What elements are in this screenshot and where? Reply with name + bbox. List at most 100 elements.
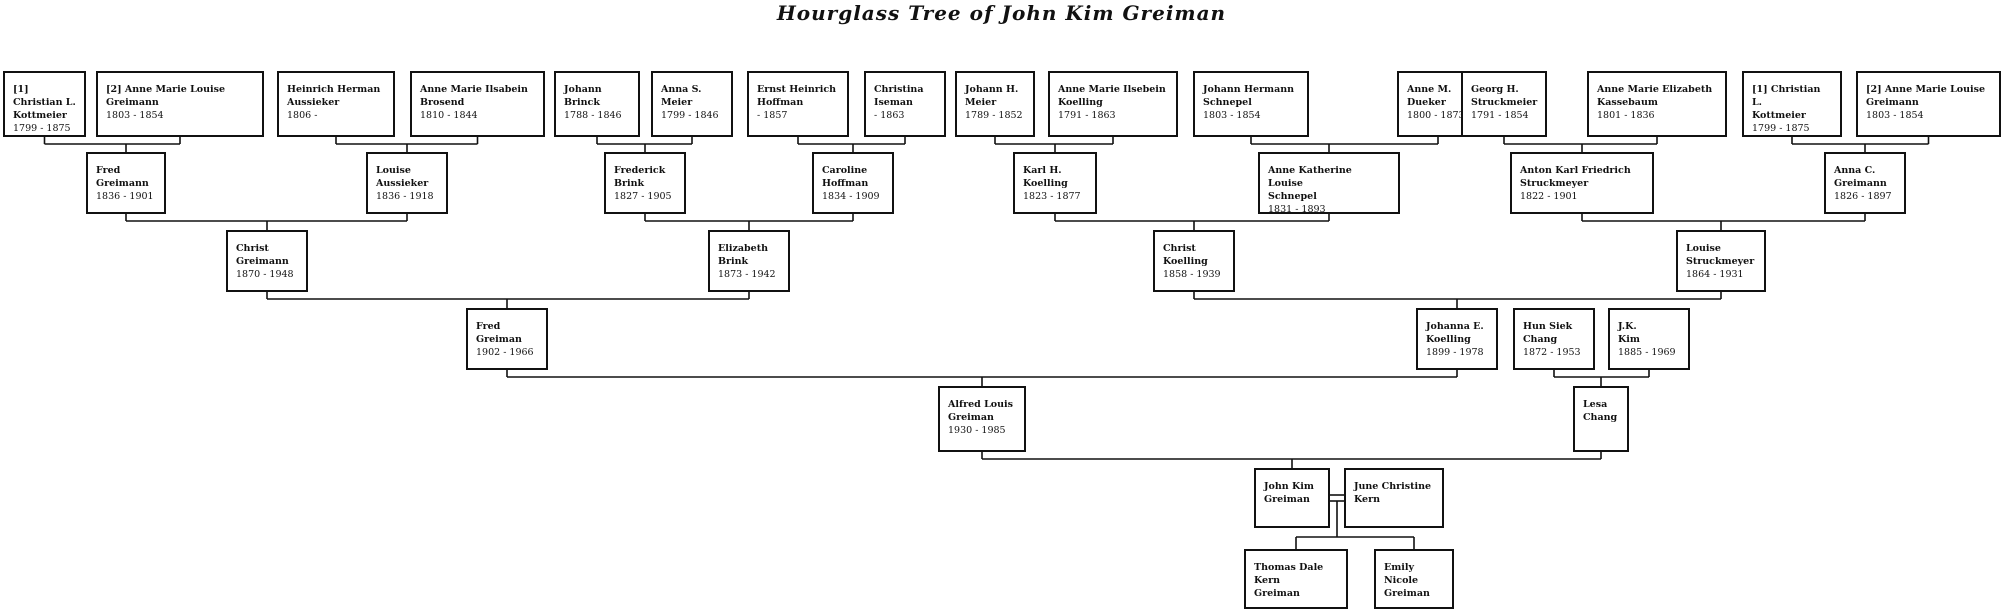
person-dates: 1806 - bbox=[287, 110, 318, 121]
person-name: Caroline Hoffman bbox=[822, 165, 869, 189]
person-dates: 1799 - 1875 bbox=[13, 123, 71, 134]
person-box-john-greiman: John Kim Greiman bbox=[1254, 468, 1330, 528]
person-box-christ-koelling: Christ Koelling 1858 - 1939 bbox=[1153, 230, 1235, 292]
person-name: Anton Karl Friedrich Struckmeyer bbox=[1520, 165, 1631, 189]
person-dates: - 1857 bbox=[757, 110, 788, 121]
person-box-anne-marie-louise-greimann-a: [2] Anne Marie Louise Greimann 1803 - 185… bbox=[96, 71, 264, 137]
person-name: Emily Nicole Greiman bbox=[1384, 562, 1430, 599]
person-dates: 1791 - 1854 bbox=[1471, 110, 1529, 121]
person-name: [2] Anne Marie Louise Greimann bbox=[1866, 84, 1986, 108]
person-name: Anne Katherine Louise Schnepel bbox=[1268, 165, 1352, 202]
person-box-louise-aussieker: Louise Aussieker 1836 - 1918 bbox=[366, 152, 448, 214]
person-name: Johann Brinck bbox=[564, 84, 602, 108]
person-box-thomas-greiman: Thomas Dale Kern Greiman bbox=[1244, 549, 1348, 609]
person-box-ernst-hoffman: Ernst Heinrich Hoffman - 1857 bbox=[747, 71, 849, 137]
person-dates: 1823 - 1877 bbox=[1023, 191, 1081, 202]
person-name: Johanna E. Koelling bbox=[1426, 321, 1484, 345]
person-dates: 1836 - 1901 bbox=[96, 191, 154, 202]
person-dates: 1899 - 1978 bbox=[1426, 347, 1484, 358]
person-name: [2] Anne Marie Louise Greimann bbox=[106, 84, 226, 108]
person-box-johann-schnepel: Johann Hermann Schnepel 1803 - 1854 bbox=[1193, 71, 1309, 137]
person-dates: 1803 - 1854 bbox=[1203, 110, 1261, 121]
person-box-anton-struckmeyer: Anton Karl Friedrich Struckmeyer 1822 - 1… bbox=[1510, 152, 1654, 214]
person-dates: 1800 - 1873 bbox=[1407, 110, 1465, 121]
person-box-johanna-koelling: Johanna E. Koelling 1899 - 1978 bbox=[1416, 308, 1498, 370]
chart-title: Hourglass Tree of John Kim Greiman bbox=[776, 1, 1227, 25]
person-box-christ-greimann: Christ Greimann 1870 - 1948 bbox=[226, 230, 308, 292]
person-name: J.K. Kim bbox=[1618, 321, 1640, 345]
person-dates: 1799 - 1875 bbox=[1752, 123, 1810, 134]
person-dates: 1822 - 1901 bbox=[1520, 191, 1578, 202]
person-dates: 1873 - 1942 bbox=[718, 269, 776, 280]
person-box-christian-kottmeier-a: [1] Christian L. Kottmeier 1799 - 1875 bbox=[3, 71, 86, 137]
person-dates: 1801 - 1836 bbox=[1597, 110, 1655, 121]
person-box-fred-greiman: Fred Greiman 1902 - 1966 bbox=[466, 308, 548, 370]
person-dates: 1810 - 1844 bbox=[420, 110, 478, 121]
person-dates: 1831 - 1893 bbox=[1268, 204, 1326, 214]
person-dates: 1803 - 1854 bbox=[1866, 110, 1924, 121]
person-name: Fred Greiman bbox=[476, 321, 522, 345]
person-name: Louise Struckmeyer bbox=[1686, 243, 1755, 267]
person-name: Fred Greimann bbox=[96, 165, 149, 189]
person-name: Ernst Heinrich Hoffman bbox=[757, 84, 837, 108]
person-name: Louise Aussieker bbox=[376, 165, 429, 189]
person-name: Lesa Chang bbox=[1583, 399, 1618, 423]
person-dates: - 1863 bbox=[874, 110, 905, 121]
person-dates: 1902 - 1966 bbox=[476, 347, 534, 358]
person-name: Anna C. Greimann bbox=[1834, 165, 1887, 189]
person-name: Heinrich Herman Aussieker bbox=[287, 84, 381, 108]
person-dates: 1803 - 1854 bbox=[106, 110, 164, 121]
person-dates: 1930 - 1985 bbox=[948, 425, 1006, 436]
person-box-anne-marie-brosend: Anne Marie Ilsabein Brosend 1810 - 1844 bbox=[410, 71, 545, 137]
person-dates: 1826 - 1897 bbox=[1834, 191, 1892, 202]
person-box-fred-greimann: Fred Greimann 1836 - 1901 bbox=[86, 152, 166, 214]
person-name: Elizabeth Brink bbox=[718, 243, 768, 267]
person-box-georg-struckmeier: Georg H. Struckmeier 1791 - 1854 bbox=[1461, 71, 1547, 137]
person-name: June Christine Kern bbox=[1354, 481, 1432, 505]
person-dates: 1885 - 1969 bbox=[1618, 347, 1676, 358]
person-name: Christ Koelling bbox=[1163, 243, 1208, 267]
person-dates: 1836 - 1918 bbox=[376, 191, 434, 202]
person-box-alfred-greiman: Alfred Louis Greiman 1930 - 1985 bbox=[938, 386, 1026, 452]
person-name: Christina Iseman bbox=[874, 84, 924, 108]
person-name: Alfred Louis Greiman bbox=[948, 399, 1013, 423]
person-dates: 1799 - 1846 bbox=[661, 110, 719, 121]
person-name: [1] Christian L. Kottmeier bbox=[1752, 84, 1821, 121]
person-dates: 1858 - 1939 bbox=[1163, 269, 1221, 280]
person-name: [1] Christian L. Kottmeier bbox=[13, 84, 76, 121]
person-name: Hun Siek Chang bbox=[1523, 321, 1573, 345]
person-box-anne-marie-louise-greimann-b: [2] Anne Marie Louise Greimann 1803 - 185… bbox=[1856, 71, 2001, 137]
person-name: John Kim Greiman bbox=[1264, 481, 1314, 505]
person-box-june-kern: June Christine Kern bbox=[1344, 468, 1444, 528]
person-dates: 1788 - 1846 bbox=[564, 110, 622, 121]
person-box-anne-schnepel: Anne Katherine Louise Schnepel 1831 - 189… bbox=[1258, 152, 1400, 214]
person-dates: 1872 - 1953 bbox=[1523, 347, 1581, 358]
person-box-emily-greiman: Emily Nicole Greiman bbox=[1374, 549, 1454, 609]
person-name: Christ Greimann bbox=[236, 243, 289, 267]
person-box-christian-kottmeier-b: [1] Christian L. Kottmeier 1799 - 1875 bbox=[1742, 71, 1842, 137]
person-box-hun-chang: Hun Siek Chang 1872 - 1953 bbox=[1513, 308, 1595, 370]
person-name: Thomas Dale Kern Greiman bbox=[1254, 562, 1324, 599]
person-box-anne-kassebaum: Anne Marie Elizabeth Kassebaum 1801 - 183… bbox=[1587, 71, 1727, 137]
person-dates: 1791 - 1863 bbox=[1058, 110, 1116, 121]
person-box-elizabeth-brink: Elizabeth Brink 1873 - 1942 bbox=[708, 230, 790, 292]
person-name: Anne M. Dueker bbox=[1407, 84, 1452, 108]
person-name: Johann Hermann Schnepel bbox=[1203, 84, 1295, 108]
person-box-jk-kim: J.K. Kim 1885 - 1969 bbox=[1608, 308, 1690, 370]
person-name: Georg H. Struckmeier bbox=[1471, 84, 1538, 108]
person-name: Anne Marie Ilsabein Brosend bbox=[420, 84, 528, 108]
person-dates: 1834 - 1909 bbox=[822, 191, 880, 202]
person-dates: 1789 - 1852 bbox=[965, 110, 1023, 121]
person-name: Anne Marie Elizabeth Kassebaum bbox=[1597, 84, 1713, 108]
person-box-caroline-hoffman: Caroline Hoffman 1834 - 1909 bbox=[812, 152, 894, 214]
person-box-christina-iseman: Christina Iseman - 1863 bbox=[864, 71, 946, 137]
person-dates: 1870 - 1948 bbox=[236, 269, 294, 280]
